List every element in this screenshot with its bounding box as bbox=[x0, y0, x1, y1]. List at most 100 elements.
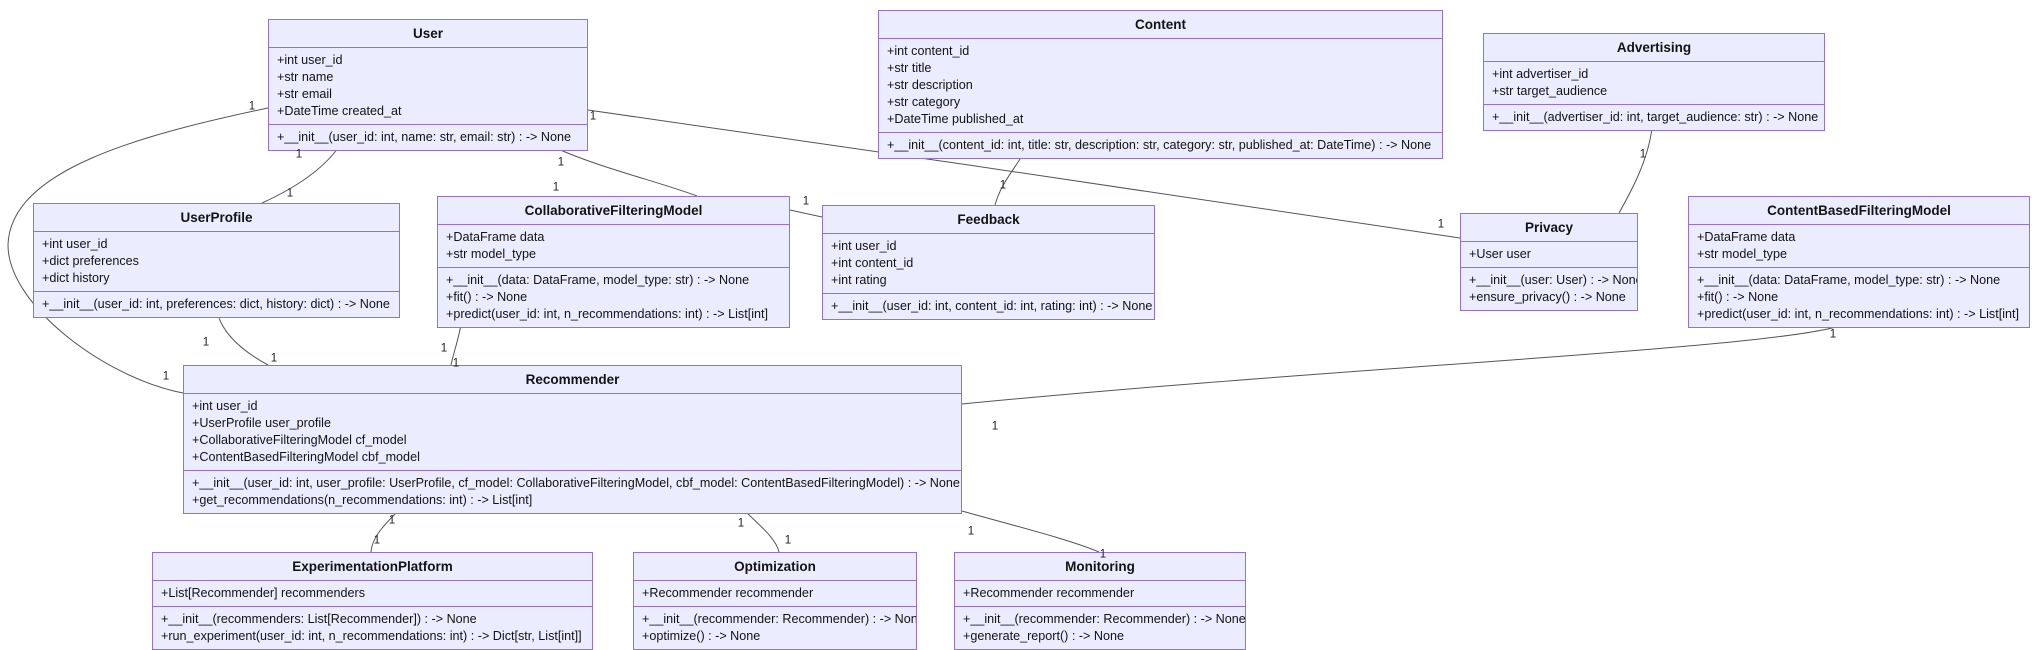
class-attribute: +str category bbox=[887, 95, 961, 109]
class-box-user-profile: UserProfile+int user_id+dict preferences… bbox=[33, 203, 400, 318]
class-attribute: +dict history bbox=[42, 271, 110, 285]
multiplicity-label: 1 bbox=[552, 181, 560, 194]
multiplicity-label: 1 bbox=[388, 514, 396, 527]
class-method: +fit() : -> None bbox=[446, 290, 528, 304]
class-title: User bbox=[269, 20, 587, 48]
class-method: +ensure_privacy() : -> None bbox=[1469, 290, 1626, 304]
class-attribute: +Recommender recommender bbox=[963, 586, 1135, 600]
class-method: +__init__(user_id: int, preferences: dic… bbox=[42, 297, 390, 311]
class-title: Privacy bbox=[1461, 214, 1637, 242]
multiplicity-label: 1 bbox=[270, 352, 278, 365]
class-methods-section: +__init__(user_id: int, user_profile: Us… bbox=[184, 470, 961, 513]
class-attribute: +List[Recommender] recommenders bbox=[161, 586, 366, 600]
class-method: +__init__(advertiser_id: int, target_aud… bbox=[1492, 110, 1819, 124]
class-attribute: +int rating bbox=[831, 273, 887, 287]
multiplicity-label: 1 bbox=[967, 525, 975, 538]
multiplicity-label: 1 bbox=[162, 370, 170, 383]
class-attributes-section: +List[Recommender] recommenders bbox=[153, 581, 592, 606]
class-box-experimentation-platform: ExperimentationPlatform +List[Recommender… bbox=[152, 552, 593, 650]
class-methods-section: +__init__(user_id: int, name: str, email… bbox=[269, 124, 587, 150]
class-title: ExperimentationPlatform bbox=[153, 553, 592, 581]
class-attribute: +User user bbox=[1469, 247, 1531, 261]
multiplicity-label: 1 bbox=[589, 110, 597, 123]
class-methods-section: +__init__(recommender: Recommender) : ->… bbox=[634, 606, 916, 649]
multiplicity-label: 1 bbox=[373, 534, 381, 547]
edge-advertising--privacy bbox=[1618, 127, 1653, 214]
edge-content--feedback bbox=[994, 155, 1023, 206]
multiplicity-label: 1 bbox=[999, 179, 1007, 192]
class-methods-section: +__init__(recommenders: List[Recommender… bbox=[153, 606, 592, 649]
class-title: Recommender bbox=[184, 366, 961, 394]
class-attribute: +int advertiser_id bbox=[1492, 67, 1589, 81]
class-method: +__init__(recommender: Recommender) : ->… bbox=[642, 612, 916, 626]
class-title: ContentBasedFilteringModel bbox=[1689, 197, 2029, 225]
edge-user--user-profile bbox=[261, 147, 339, 204]
class-attributes-section: +int user_id +int content_id +int rating bbox=[823, 234, 1154, 293]
multiplicity-label: 1 bbox=[557, 156, 565, 169]
edge-collaborative-filtering-model--feedback bbox=[789, 209, 823, 218]
class-box-content-based-filtering-model: ContentBasedFilteringModel+DataFrame dat… bbox=[1688, 196, 2030, 328]
class-title: UserProfile bbox=[34, 204, 399, 232]
class-title: Feedback bbox=[823, 206, 1154, 234]
class-attribute: +str target_audience bbox=[1492, 84, 1608, 98]
class-attribute: +DateTime published_at bbox=[887, 112, 1024, 126]
class-methods-section: +__init__(content_id: int, title: str, d… bbox=[879, 132, 1442, 158]
class-attribute: +int user_id bbox=[831, 239, 897, 253]
edge-user--collaborative-filtering-model bbox=[555, 147, 698, 197]
class-attribute: +int user_id bbox=[192, 399, 258, 413]
class-method: +predict(user_id: int, n_recommendations… bbox=[446, 307, 768, 321]
multiplicity-label: 1 bbox=[295, 148, 303, 161]
class-attributes-section: +Recommender recommender bbox=[955, 581, 1245, 606]
class-attribute: +UserProfile user_profile bbox=[192, 416, 331, 430]
class-attribute: +int user_id bbox=[277, 53, 343, 67]
class-method: +__init__(recommender: Recommender) : ->… bbox=[963, 612, 1245, 626]
class-attribute: +Recommender recommender bbox=[642, 586, 814, 600]
class-methods-section: +__init__(user_id: int, preferences: dic… bbox=[34, 291, 399, 317]
class-method: +__init__(user_id: int, name: str, email… bbox=[277, 130, 571, 144]
class-box-optimization: Optimization +Recommender recommender +__i… bbox=[633, 552, 917, 650]
class-method: +optimize() : -> None bbox=[642, 629, 761, 643]
multiplicity-label: 1 bbox=[1099, 548, 1107, 561]
multiplicity-label: 1 bbox=[1829, 328, 1837, 341]
class-attributes-section: +DataFrame data+str model_type bbox=[438, 225, 789, 267]
class-attribute: +int content_id bbox=[887, 44, 970, 58]
class-attributes-section: +int user_id +UserProfile user_profile +Co… bbox=[184, 394, 961, 470]
class-attribute: +str description bbox=[887, 78, 973, 92]
class-box-user: User+int user_id+str name+str email+Date… bbox=[268, 19, 588, 151]
class-attributes-section: +int user_id+dict preferences+dict histo… bbox=[34, 232, 399, 291]
class-method: +__init__(data: DataFrame, model_type: s… bbox=[1697, 273, 2001, 287]
class-attribute: +DateTime created_at bbox=[277, 104, 402, 118]
class-method: +predict(user_id: int, n_recommendations… bbox=[1697, 307, 2019, 321]
class-box-collaborative-filtering-model: CollaborativeFilteringModel+DataFrame da… bbox=[437, 196, 790, 328]
class-attributes-section: +User user bbox=[1461, 242, 1637, 267]
class-method: +fit() : -> None bbox=[1697, 290, 1779, 304]
class-methods-section: +__init__(advertiser_id: int, target_aud… bbox=[1484, 104, 1824, 130]
class-method: +__init__(user_id: int, user_profile: Us… bbox=[192, 476, 960, 490]
class-attribute: +DataFrame data bbox=[446, 230, 545, 244]
class-attribute: +int user_id bbox=[42, 237, 108, 251]
class-title: Monitoring bbox=[955, 553, 1245, 581]
class-title: Content bbox=[879, 11, 1442, 39]
class-box-feedback: Feedback+int user_id+int content_id+int … bbox=[822, 205, 1155, 320]
class-attributes-section: +DataFrame data+str model_type bbox=[1689, 225, 2029, 267]
class-methods-section: +__init__(user: User) : -> None+ensure_p… bbox=[1461, 267, 1637, 310]
class-box-privacy: Privacy +User user +__init__(user: User) :… bbox=[1460, 213, 1638, 311]
class-attributes-section: +int user_id+str name+str email+DateTime… bbox=[269, 48, 587, 124]
class-attribute: +CollaborativeFilteringModel cf_model bbox=[192, 433, 407, 447]
class-title: Optimization bbox=[634, 553, 916, 581]
class-box-monitoring: Monitoring +Recommender recommender +__ini… bbox=[954, 552, 1246, 650]
multiplicity-label: 1 bbox=[248, 100, 256, 113]
class-attribute: +int content_id bbox=[831, 256, 914, 270]
multiplicity-label: 1 bbox=[286, 187, 294, 200]
class-attributes-section: +Recommender recommender bbox=[634, 581, 916, 606]
class-methods-section: +__init__(data: DataFrame, model_type: s… bbox=[1689, 267, 2029, 327]
multiplicity-label: 1 bbox=[1437, 218, 1445, 231]
class-box-advertising: Advertising+int advertiser_id+str target… bbox=[1483, 33, 1825, 131]
class-method: +__init__(recommenders: List[Recommender… bbox=[161, 612, 477, 626]
class-box-recommender: Recommender +int user_id +UserProfile user… bbox=[183, 365, 962, 514]
edge-content-based-filtering-model--recommender bbox=[961, 323, 1846, 405]
class-method: +generate_report() : -> None bbox=[963, 629, 1125, 643]
class-attribute: +str name bbox=[277, 70, 334, 84]
class-methods-section: +__init__(user_id: int, content_id: int,… bbox=[823, 293, 1154, 319]
